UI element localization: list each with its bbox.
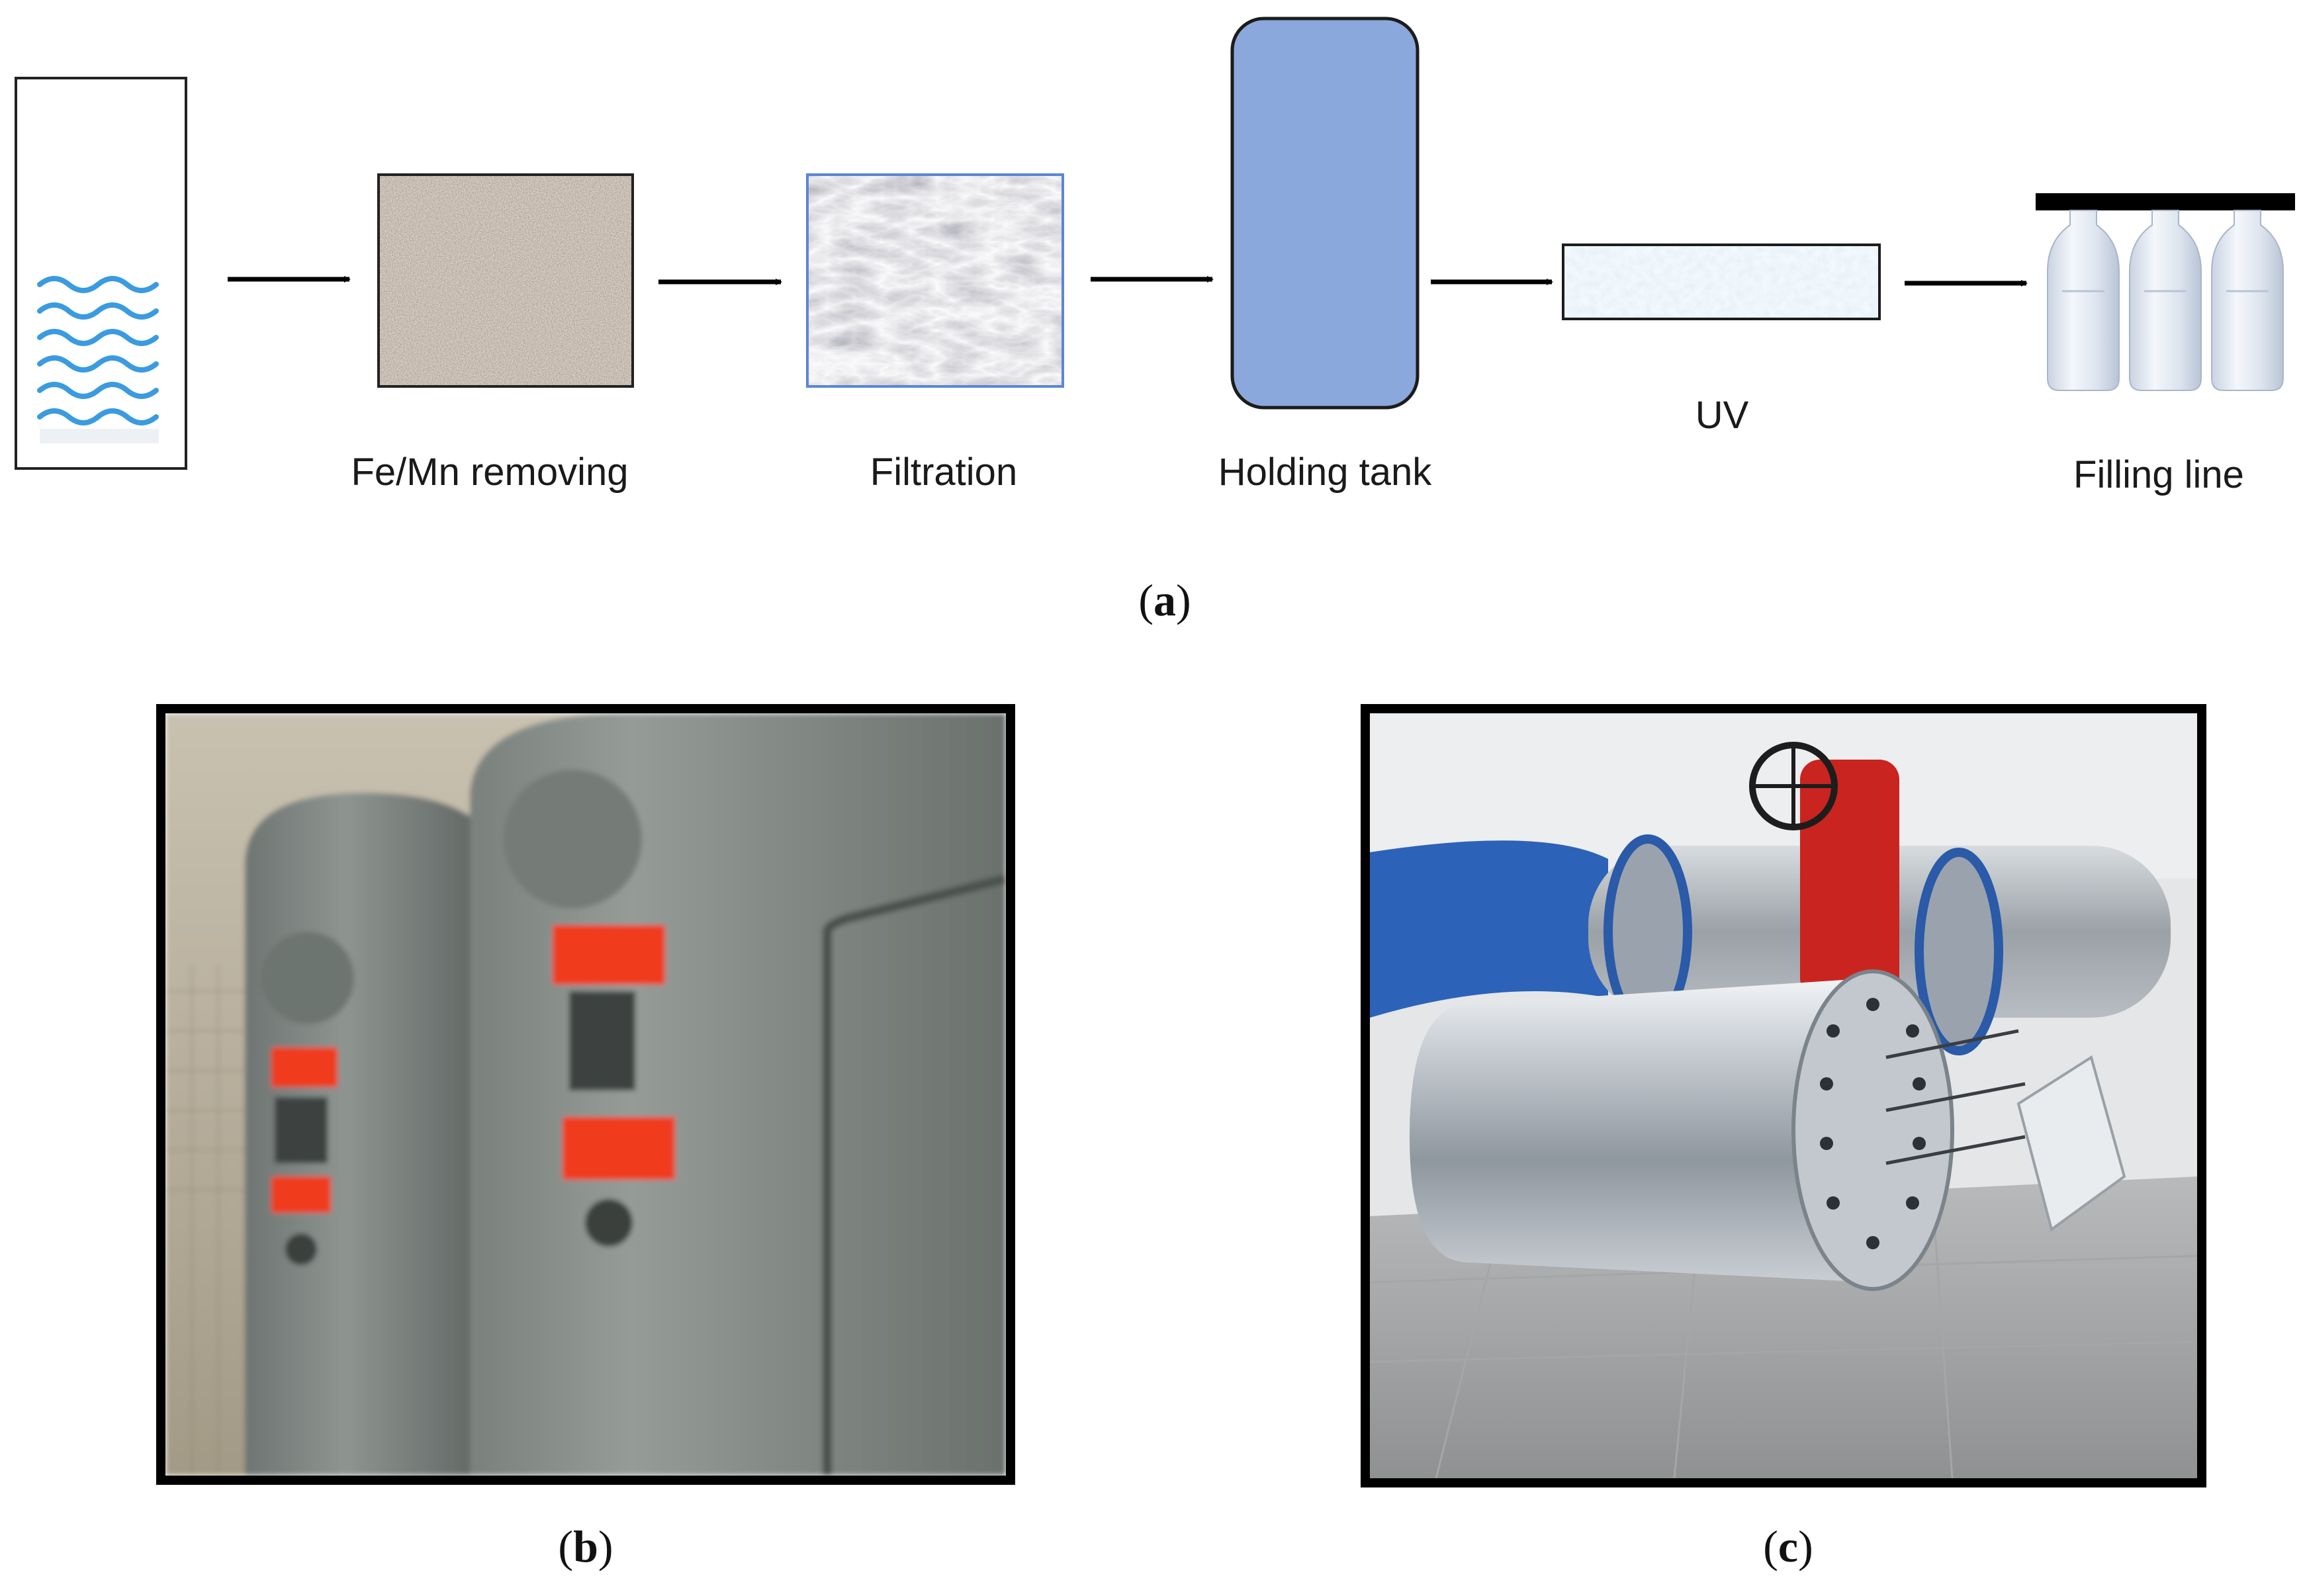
- water-source-container: [15, 77, 187, 470]
- uv-unit-shape: [1562, 244, 1881, 320]
- filter-tanks-image: [165, 713, 1006, 1476]
- holding-tank-shape: [1230, 17, 1420, 410]
- photo-uv-unit: [1361, 704, 2206, 1487]
- caption-a: (a): [1138, 575, 1191, 625]
- flow-arrows: [228, 276, 2028, 287]
- filtration-media-block: [806, 173, 1064, 388]
- stage-label-filling-line: Filling line: [2073, 453, 2244, 496]
- stage-label-fe-mn: Fe/Mn removing: [351, 451, 629, 494]
- filling-line-bottles: [2036, 193, 2295, 391]
- caption-b: (b): [558, 1521, 613, 1572]
- water-waves-icon: [37, 276, 159, 425]
- caption-c: (c): [1763, 1521, 1813, 1572]
- stage-label-holding-tank: Holding tank: [1218, 451, 1432, 494]
- bottle-icon: [2047, 210, 2120, 391]
- stage-label-uv: UV: [1695, 394, 1749, 437]
- fe-mn-media-block: [377, 173, 634, 388]
- stage-label-filtration: Filtration: [870, 451, 1018, 494]
- bottle-icon: [2211, 210, 2284, 391]
- process-diagram: [15, 17, 2295, 470]
- bottle-icon: [2129, 210, 2202, 391]
- uv-unit-image: [1370, 713, 2197, 1478]
- photo-filter-tanks: [156, 704, 1015, 1485]
